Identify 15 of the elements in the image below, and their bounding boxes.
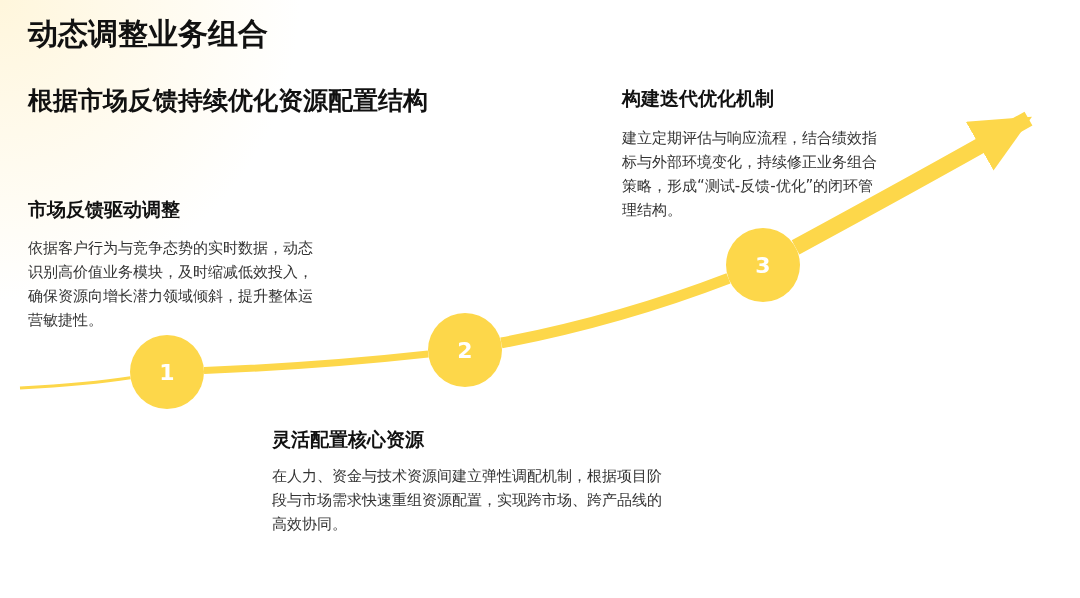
subtitle: 根据市场反馈持续优化资源配置结构 [28,85,428,117]
step-heading: 构建迭代优化机制 [622,86,774,111]
step-description: 依据客户行为与竞争态势的实时数据，动态识别高价值业务模块，及时缩减低效投入，确保资源向增长潜力领域倾斜，提升整体运营敏捷性。 [28,238,314,331]
connector-line [19,376,131,390]
connector-line [500,273,731,349]
step-number: 1 [159,359,175,385]
step-number: 3 [755,252,771,278]
slide-title: 动态调整业务组合 [28,15,268,53]
step-description: 在人力、资金与技术资源间建立弹性调配机制，根据项目阶段与市场需求快速重组资源配置，实现跨市场、跨产品线的高效协同。 [272,466,663,535]
step-number: 2 [457,337,473,363]
connector-line [203,350,429,375]
arrow [791,111,1033,255]
step-heading: 市场反馈驱动调整 [28,197,180,222]
step-description: 建立定期评估与响应流程，结合绩效指标与外部环境变化，持续修正业务组合策略，形成“测试-反馈-优化”的闭环管理结构。 [622,128,878,221]
step-heading: 灵活配置核心资源 [272,427,424,452]
